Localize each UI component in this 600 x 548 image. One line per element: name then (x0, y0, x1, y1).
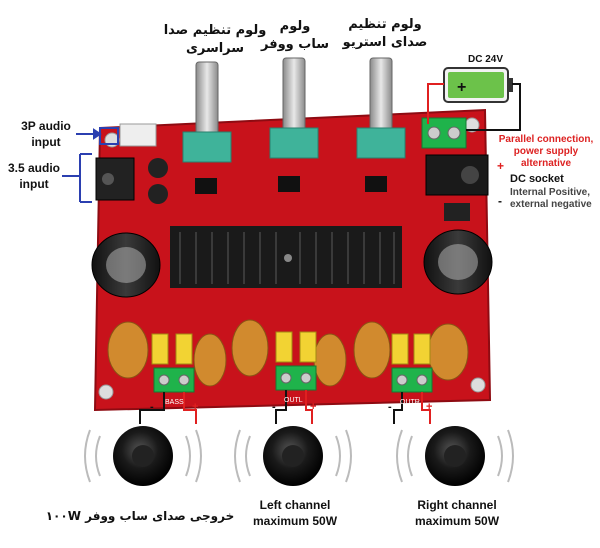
pot-master (182, 61, 232, 163)
terminal-label-outr: OUTR (400, 399, 420, 406)
knob-subtitle: صدای استریو (342, 34, 428, 50)
battery-label: DC 24V (468, 54, 503, 65)
ic-chips (195, 176, 387, 194)
dc-socket (425, 154, 489, 196)
heatsink (170, 226, 402, 288)
minus-sign: - (272, 401, 276, 413)
minus-sign: - (498, 194, 502, 208)
terminal-label-bass: BASS (165, 399, 184, 406)
capacitor-right (423, 229, 493, 295)
dc-socket-title: DC socket (510, 173, 564, 185)
minus-sign: - (150, 401, 154, 413)
power-wires (427, 83, 521, 131)
output-label-right: Right channel maximum 50W (392, 497, 522, 529)
minus-sign: - (388, 401, 392, 413)
dc-socket-detail: Internal Positive, external negative (510, 187, 592, 210)
battery-icon: + (443, 67, 513, 103)
knob-title: ولوم (279, 19, 311, 34)
input-arrows (62, 127, 119, 203)
speaker-subwoofer-icon (84, 426, 202, 486)
plus-sign: + (192, 401, 198, 413)
inductors (107, 319, 469, 387)
knob-subtitle: سراسری (185, 40, 245, 56)
speaker-wires (139, 390, 431, 424)
speaker-right-icon (396, 426, 514, 486)
diode (444, 203, 470, 221)
plus-sign: + (497, 159, 504, 173)
knob-title: ولوم تنظیم صدا (163, 23, 267, 38)
film-capacitors (151, 331, 431, 365)
knob-label-stereo: ولوم تنظیم صدای استریو (335, 16, 435, 51)
plus-sign: + (310, 401, 316, 413)
output-line2: maximum 50W (414, 514, 500, 529)
output-line2: maximum 50W (252, 514, 338, 529)
output-label-left: Left channel maximum 50W (230, 497, 360, 529)
output-line1: Left channel (259, 498, 331, 512)
knob-subtitle: ساب ووفر (260, 36, 329, 52)
power-terminal (421, 117, 467, 149)
knob-label-master: ولوم تنظیم صدا سراسری (160, 22, 270, 57)
small-capacitors (148, 158, 168, 204)
input-label-35: 3.5 audio input (7, 161, 60, 192)
capacitor-left (91, 232, 161, 298)
speaker-left-icon (234, 426, 352, 486)
knob-title: ولوم تنظیم (348, 17, 422, 32)
audio-3p-connector (119, 123, 157, 147)
input-label-3p: 3P audio input (21, 119, 71, 150)
output-line1: Right channel (417, 498, 497, 512)
plus-sign: + (426, 401, 432, 413)
audio-35-jack (95, 157, 135, 201)
pot-stereo (356, 57, 406, 159)
output-label-subwoofer: خروجی صدای ساب ووفر ۱۰۰W (45, 509, 235, 523)
knob-label-subwoofer: ولوم ساب ووفر (250, 18, 340, 53)
svg-text:+: + (457, 79, 466, 96)
terminal-label-outl: OUTL (284, 397, 303, 404)
pot-subwoofer (269, 57, 319, 159)
parallel-note: Parallel connection, power supply altern… (498, 134, 594, 169)
